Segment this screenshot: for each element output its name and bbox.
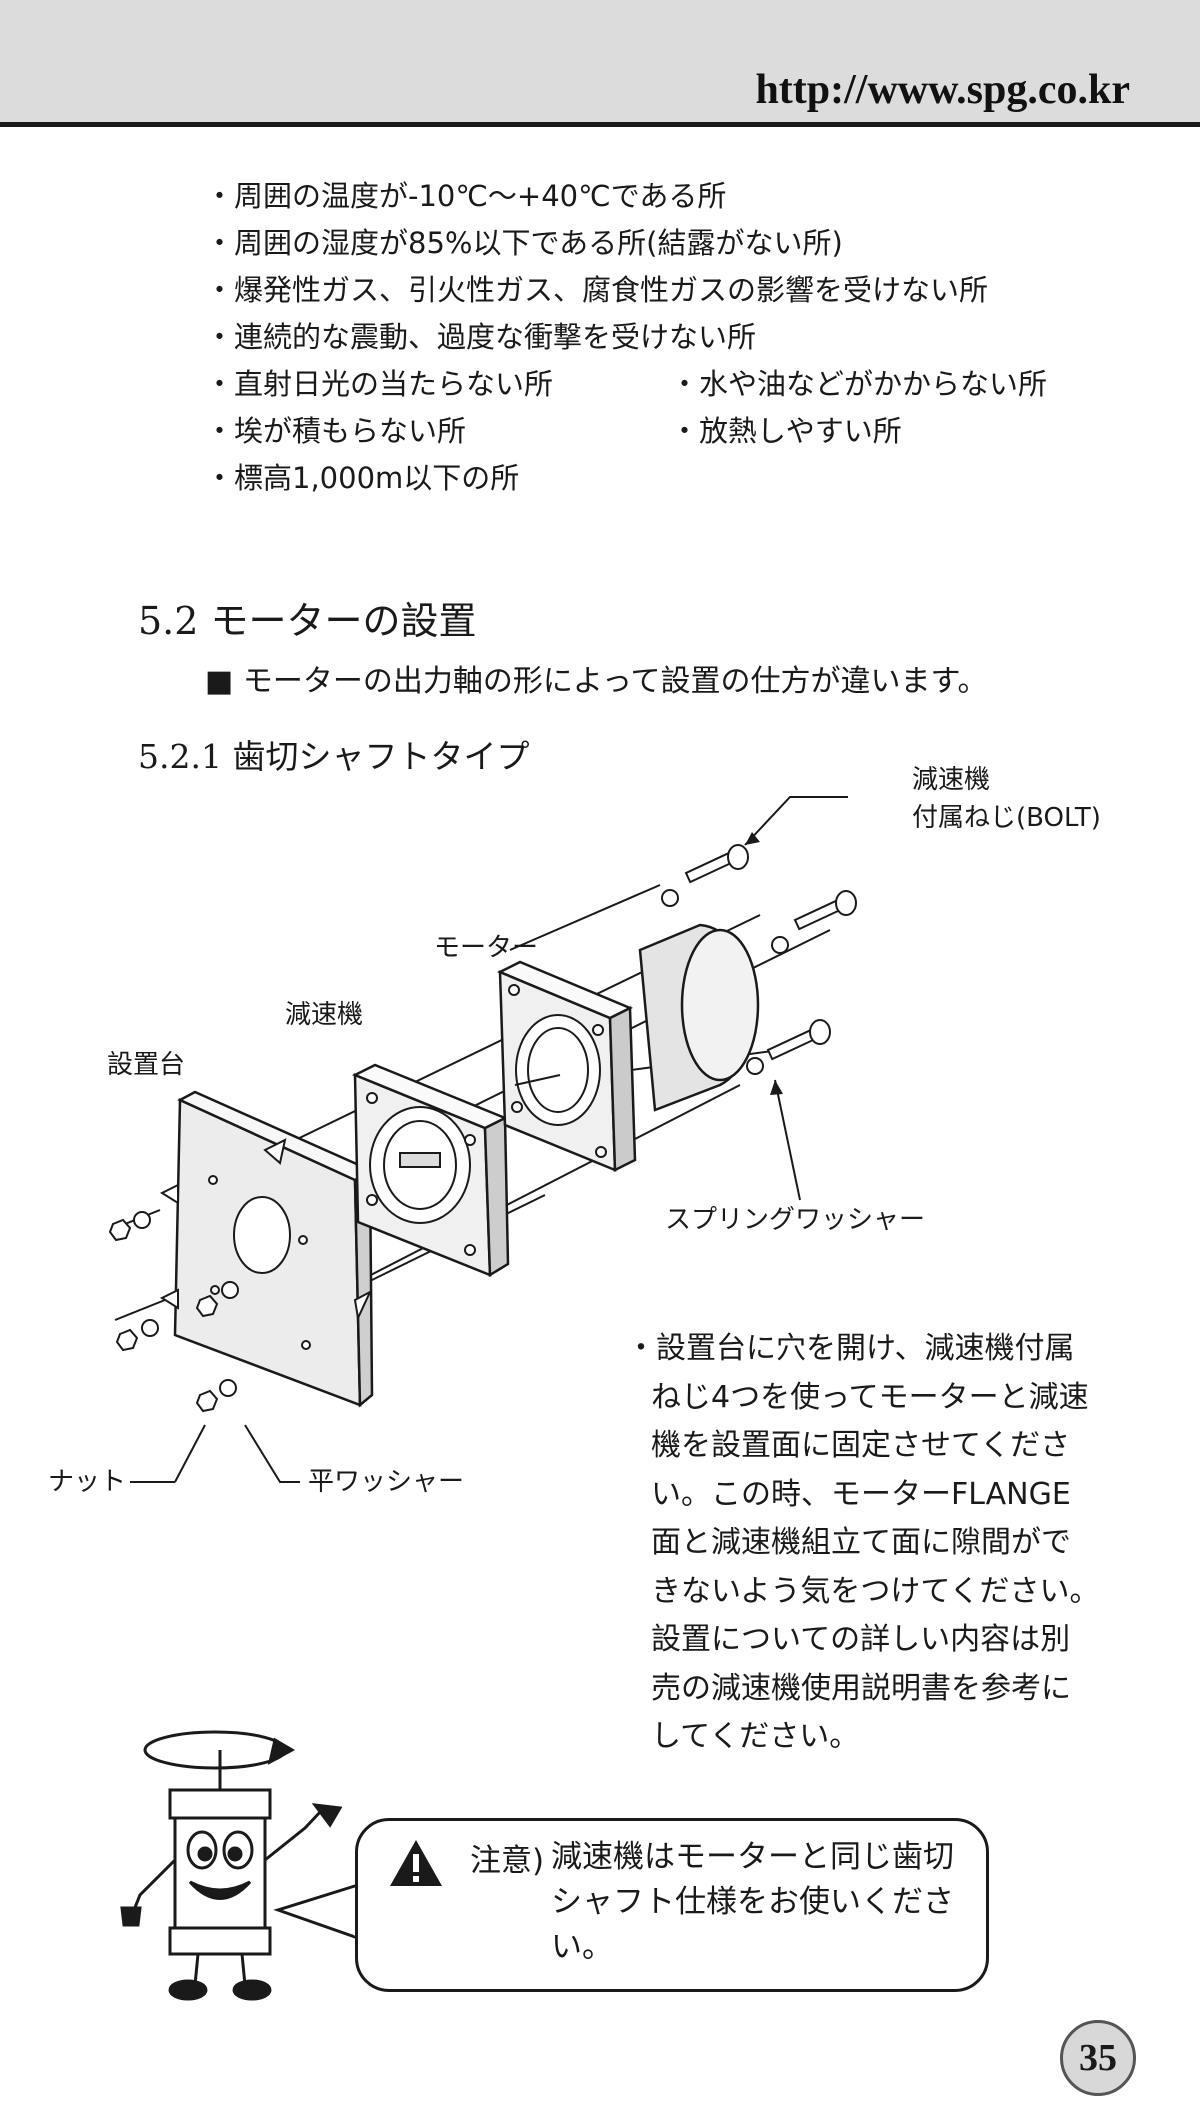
assembly-diagram (108, 796, 857, 1483)
subsection-title: 5.2.1 歯切シャフトタイプ (138, 737, 530, 776)
label-flat-washer: 平ワッシャー (308, 1467, 465, 1497)
caution-bubble (355, 1818, 989, 1992)
label-motor: モーター (434, 933, 539, 963)
label-bolt-line2: 付属ねじ(BOLT) (912, 803, 1101, 833)
section-title: 5.2 モーターの設置 (138, 599, 477, 643)
condition-water-oil: ・水や油などがかからない所 (670, 367, 1048, 401)
installation-description: ・設置台に穴を開け、減速機付属 ねじ4つを使ってモーターと減速 機を設置面に固定… (626, 1325, 1100, 1762)
description-line: してください。 (651, 1719, 860, 1754)
label-spring-washer: スプリングワッシャー (665, 1205, 926, 1235)
caution-label: 注意) (470, 1843, 545, 1879)
description-line: 面と減速機組立て面に隙間がで (651, 1525, 1071, 1560)
description-line: きないよう気をつけてください。 (651, 1573, 1100, 1609)
caution-line: い。 (551, 1929, 613, 1965)
condition-temperature: ・周囲の温度が-10℃～+40℃である所 (205, 179, 727, 213)
caution-line: 減速機はモーターと同じ歯切 (551, 1839, 954, 1875)
condition-altitude: ・標高1,000m以下の所 (205, 461, 520, 495)
description-line: 機を設置面に固定させてくださ (651, 1428, 1071, 1463)
condition-dust: ・埃が積もらない所 (205, 414, 467, 448)
description-line: ・設置台に穴を開け、減速機付属 (626, 1331, 1075, 1366)
condition-heat: ・放熱しやすい所 (670, 414, 902, 448)
label-base: 設置台 (107, 1050, 186, 1080)
page-number: 35 (1060, 2020, 1136, 2096)
mascot-illustration (120, 1730, 343, 2001)
description-line: 設置についての詳しい内容は別 (651, 1622, 1071, 1657)
site-url: http://www.spg.co.kr (755, 67, 1130, 113)
label-reducer: 減速機 (285, 1000, 364, 1030)
condition-humidity: ・周囲の湿度が85%以下である所(結露がない所) (205, 226, 843, 260)
caution-line: シャフト仕様をお使いくださ (551, 1884, 954, 1920)
condition-vibration: ・連続的な震動、過度な衝撃を受けない所 (205, 320, 757, 354)
section-note: ■ モーターの出力軸の形によって設置の仕方が違います。 (205, 664, 988, 699)
label-bolt-line1: 減速機 (912, 765, 991, 795)
description-line: 売の減速機使用説明書を参考に (651, 1670, 1071, 1706)
description-line: い。この時、モーターFLANGE (651, 1476, 1071, 1512)
description-line: ねじ4つを使ってモーターと減速 (651, 1379, 1089, 1415)
condition-sunlight: ・直射日光の当たらない所 (205, 367, 554, 401)
condition-gas: ・爆発性ガス、引火性ガス、腐食性ガスの影響を受けない所 (205, 273, 989, 307)
label-nut: ナット (48, 1467, 127, 1497)
warning-triangle-icon (390, 1840, 442, 1886)
page-header: http://www.spg.co.kr (0, 0, 1200, 127)
caution-text: 減速機はモーターと同じ歯切 シャフト仕様をお使いくださ い。 (551, 1835, 971, 1970)
